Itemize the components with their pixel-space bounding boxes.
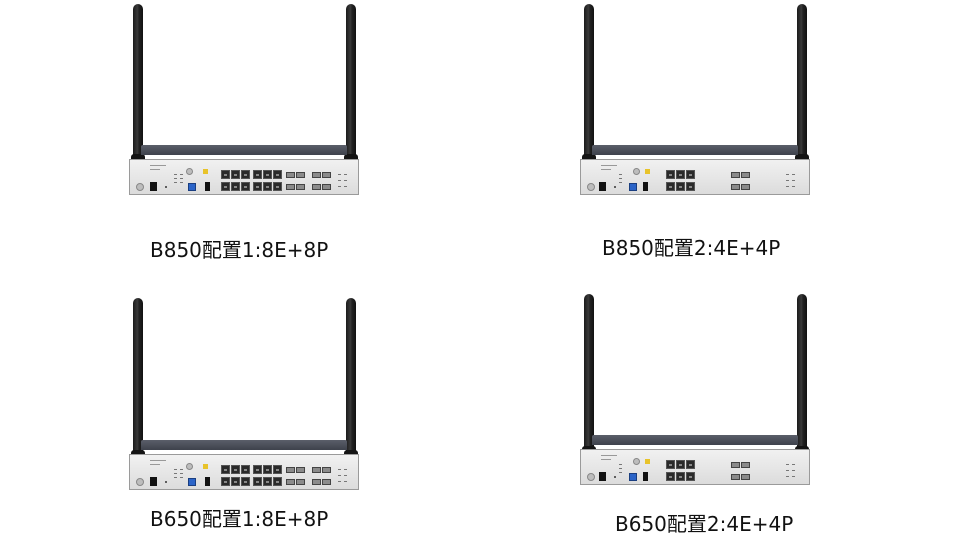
router-top-cover: [141, 440, 347, 450]
antenna-left: [131, 4, 145, 168]
router-b650-config2: [578, 294, 812, 490]
antenna-right: [795, 294, 809, 460]
antenna-left: [131, 298, 145, 464]
router-front-panel: [129, 159, 359, 195]
router-b850-config2: [578, 4, 812, 198]
router-b850-config1: [127, 4, 361, 198]
antenna-right: [344, 4, 358, 168]
caption-bottom-left: B650配置1:8E+8P: [150, 507, 329, 531]
caption-top-right: B850配置2:4E+4P: [602, 236, 781, 260]
antenna-right: [344, 298, 358, 464]
router-top-cover: [592, 435, 798, 445]
caption-bottom-right: B650配置2:4E+4P: [615, 512, 794, 536]
antenna-right: [795, 4, 809, 168]
router-front-panel: [580, 159, 810, 195]
antenna-left: [582, 4, 596, 168]
router-front-panel: [580, 449, 810, 485]
router-front-panel: [129, 454, 359, 490]
router-top-cover: [592, 145, 798, 155]
caption-top-left: B850配置1:8E+8P: [150, 238, 329, 262]
router-b650-config1: [127, 298, 361, 494]
router-top-cover: [141, 145, 347, 155]
antenna-left: [582, 294, 596, 460]
